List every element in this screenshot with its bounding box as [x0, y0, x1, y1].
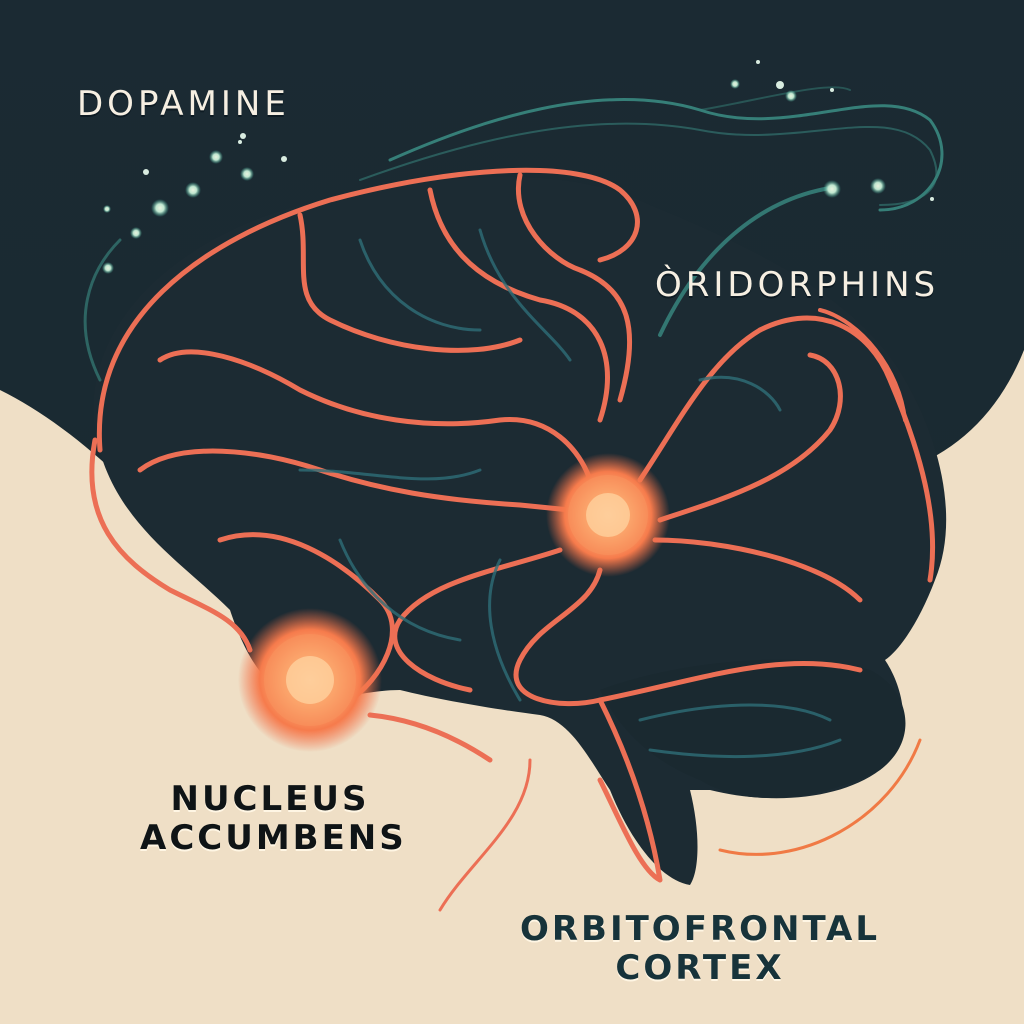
endorphin-particles	[730, 60, 934, 201]
endorphins-label: ÒRIDORPHINS	[655, 265, 940, 305]
nucleus-accumbens-line1: NUCLEUS	[170, 779, 370, 819]
nucleus-accumbens-label: NUCLEUS ACCUMBENS	[140, 779, 407, 859]
orbitofrontal-line2: CORTEX	[615, 948, 785, 989]
orbitofrontal-line1: ORBITOFRONTAL	[519, 909, 881, 949]
dopamine-label: DOPAMINE	[77, 84, 290, 124]
dopamine-particles	[102, 133, 287, 274]
nucleus-accumbens-line2: ACCUMBENS	[140, 818, 407, 859]
orbitofrontal-cortex-label: ORBITOFRONTAL CORTEX	[500, 909, 900, 989]
